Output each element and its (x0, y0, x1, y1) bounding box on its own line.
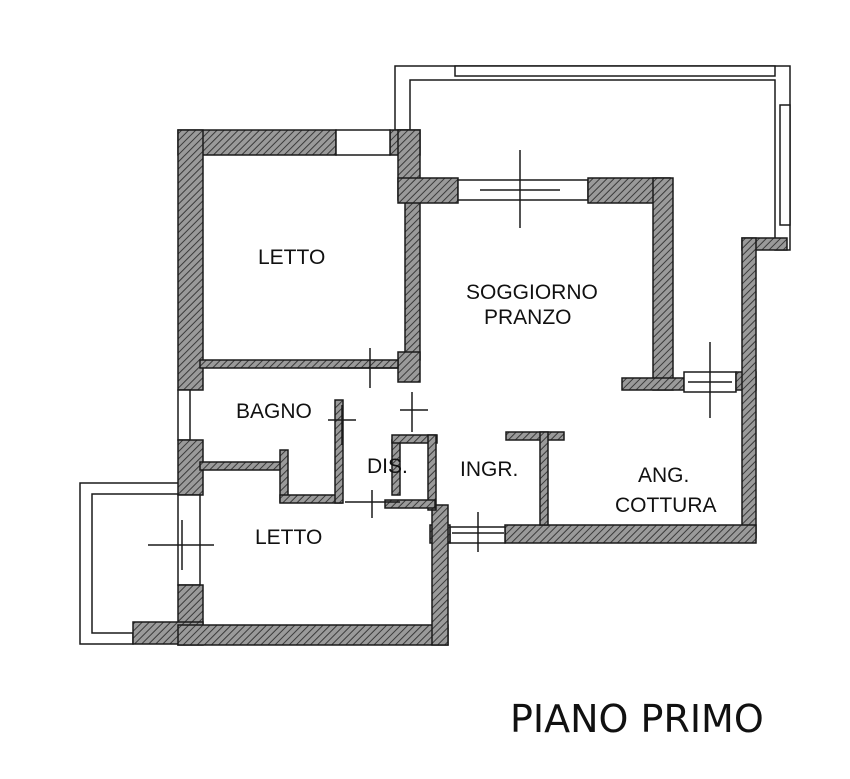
room-label-soggiorno: SOGGIORNO (466, 281, 598, 304)
opening-marks (148, 150, 732, 570)
room-label-letto-bottom: LETTO (255, 526, 322, 549)
balcony-left (79, 482, 181, 645)
room-label-dis: DIS. (367, 455, 408, 478)
window-letto-top (335, 129, 391, 156)
terrace-top (394, 65, 791, 251)
terrace-window (454, 65, 776, 77)
walls (132, 129, 788, 646)
room-label-pranzo: PRANZO (484, 306, 572, 329)
window-bagno (177, 389, 191, 441)
room-label-bagno: BAGNO (236, 400, 312, 423)
plan-title: PIANO PRIMO (510, 697, 764, 741)
room-label-letto-top: LETTO (258, 246, 325, 269)
room-label-ang: ANG. (638, 464, 689, 487)
room-label-ingr: INGR. (460, 458, 518, 481)
terrace-window-side (779, 104, 791, 226)
room-label-cottura: COTTURA (615, 494, 717, 517)
